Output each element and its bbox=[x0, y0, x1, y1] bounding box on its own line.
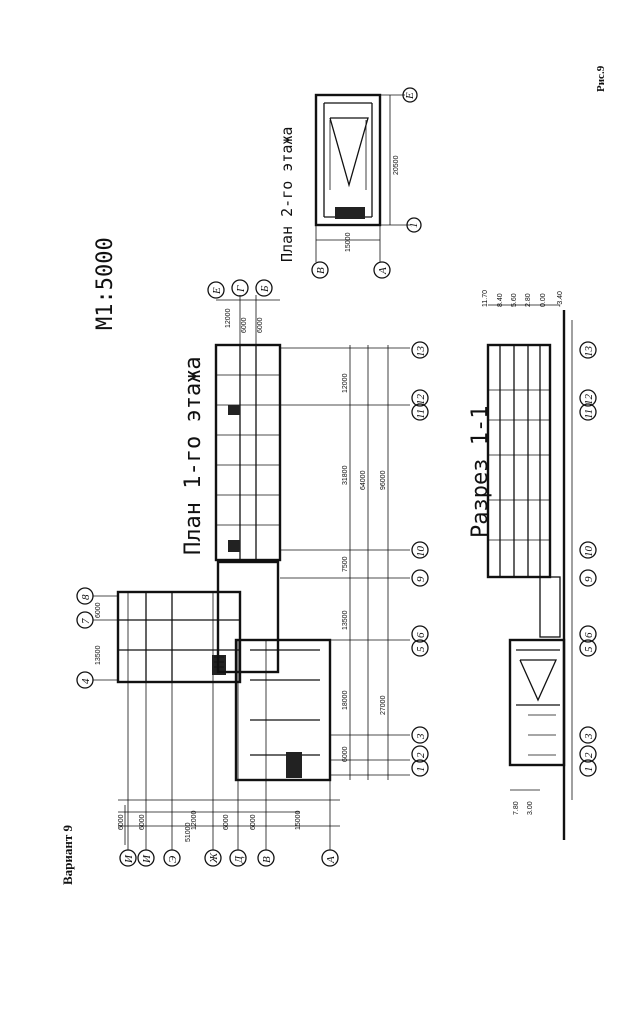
dim-label: 13500 bbox=[95, 645, 102, 665]
dim-label: 18000 bbox=[342, 690, 349, 710]
axis-label: 5 bbox=[415, 646, 427, 652]
plan1-bottom-axes: 1 2 3 5 6 9 10 11 12 13 6000 18000 13500… bbox=[342, 341, 429, 777]
dim-label: 15000 bbox=[345, 232, 352, 252]
dim-label: 7500 bbox=[342, 556, 349, 572]
axis-label: 11 bbox=[583, 409, 595, 419]
axis-label: А bbox=[325, 856, 337, 864]
section-drawing bbox=[486, 304, 573, 840]
plan1-drawing bbox=[116, 295, 410, 850]
elevation-label: 7.80 bbox=[513, 801, 520, 815]
dim-label: 27000 bbox=[380, 695, 387, 715]
axis-label: 10 bbox=[415, 546, 427, 558]
elevation-label: 0.00 bbox=[540, 293, 547, 307]
axis-label: Д bbox=[233, 855, 245, 864]
dim-label: 6000 bbox=[118, 814, 125, 830]
axis-label: Ж bbox=[208, 852, 220, 864]
axis-label: 5 bbox=[583, 646, 595, 652]
dim-label: 6000 bbox=[139, 814, 146, 830]
dim-label: 6000 bbox=[250, 814, 257, 830]
axis-label: 13 bbox=[415, 346, 427, 358]
dim-label: 12000 bbox=[342, 373, 349, 393]
axis-label: 6 bbox=[415, 632, 427, 638]
axis-label: Е bbox=[211, 287, 223, 295]
axis-label: 11 bbox=[415, 409, 427, 419]
dim-label: 6000 bbox=[241, 317, 248, 333]
axis-label: А bbox=[377, 267, 389, 275]
dim-label: 12000 bbox=[191, 810, 198, 830]
axis-label: Е bbox=[404, 92, 416, 100]
dim-label: 20500 bbox=[393, 155, 400, 175]
plan1-top-axes: 4 7 8 13500 6000 bbox=[76, 587, 118, 689]
figure-label: Рис.9 bbox=[595, 65, 607, 92]
axis-label: 3 bbox=[583, 733, 595, 740]
section-elevations-left: 7.80 3.00 bbox=[510, 789, 540, 815]
section-elevations-right: 11.70 8.40 5.60 2.80 0.00 -3.40 bbox=[482, 290, 564, 307]
dim-label: 15000 bbox=[295, 810, 302, 830]
plan1-title: План 1-го этажа bbox=[181, 356, 206, 555]
axis-label: В bbox=[261, 856, 273, 863]
axis-label: 8 bbox=[80, 594, 92, 600]
dim-label: 51000 bbox=[185, 822, 192, 842]
axis-label: 9 bbox=[583, 576, 595, 582]
elevation-label: 2.80 bbox=[525, 293, 532, 307]
dim-label: 6000 bbox=[223, 814, 230, 830]
axis-label: И bbox=[123, 854, 135, 864]
axis-label: 12 bbox=[583, 394, 595, 406]
axis-label: 2 bbox=[583, 752, 595, 758]
elevation-label: 8.40 bbox=[497, 293, 504, 307]
axis-label: 10 bbox=[583, 546, 595, 558]
dim-label: 6000 bbox=[342, 746, 349, 762]
axis-label: 13 bbox=[583, 346, 595, 358]
axis-label: И bbox=[141, 854, 153, 864]
section-title: Разрез 1-1 bbox=[468, 406, 493, 538]
elevation-label: 11.70 bbox=[482, 290, 489, 307]
variant-label: Вариант 9 bbox=[60, 824, 75, 885]
dim-label: 31800 bbox=[342, 465, 349, 485]
dim-label: 6000 bbox=[257, 317, 264, 333]
dim-label: 96000 bbox=[380, 470, 387, 490]
plan1-left-axes: И И Э Ж Д В А 6000 6000 12000 6000 6000 … bbox=[118, 810, 339, 867]
axis-label: 9 bbox=[415, 576, 427, 582]
axis-label: Г bbox=[235, 285, 247, 293]
axis-label: 7 bbox=[80, 618, 92, 624]
axis-label: 6 bbox=[583, 632, 595, 638]
plan2-title: План 2-го этажа bbox=[278, 127, 296, 262]
scale-label: М1:5000 bbox=[93, 237, 118, 330]
axis-label: 12 bbox=[415, 394, 427, 406]
axis-label: 3 bbox=[415, 733, 427, 740]
axis-label: Э bbox=[167, 856, 179, 863]
dim-label: 6000 bbox=[95, 602, 102, 618]
axis-label: 4 bbox=[80, 678, 92, 684]
elevation-label: -3.40 bbox=[557, 291, 564, 307]
dim-label: 13500 bbox=[342, 610, 349, 630]
dim-label: 64000 bbox=[360, 470, 367, 490]
axis-label: 1 bbox=[408, 223, 420, 229]
elevation-label: 3.00 bbox=[527, 801, 534, 815]
elevation-label: 5.60 bbox=[511, 293, 518, 307]
axis-label: 1 bbox=[415, 767, 427, 773]
axis-label: Б bbox=[259, 285, 271, 293]
plan2-drawing: В А Е 1 15000 20500 bbox=[311, 87, 422, 279]
axis-label: 1 bbox=[583, 767, 595, 773]
plan1-right-axes: Е Г Б 12000 6000 6000 bbox=[207, 279, 273, 333]
section-axes: 1 2 3 5 6 9 10 11 12 13 bbox=[579, 341, 597, 777]
dim-label: 12000 bbox=[225, 308, 232, 328]
axis-label: В bbox=[315, 267, 327, 274]
axis-label: 2 bbox=[415, 752, 427, 758]
